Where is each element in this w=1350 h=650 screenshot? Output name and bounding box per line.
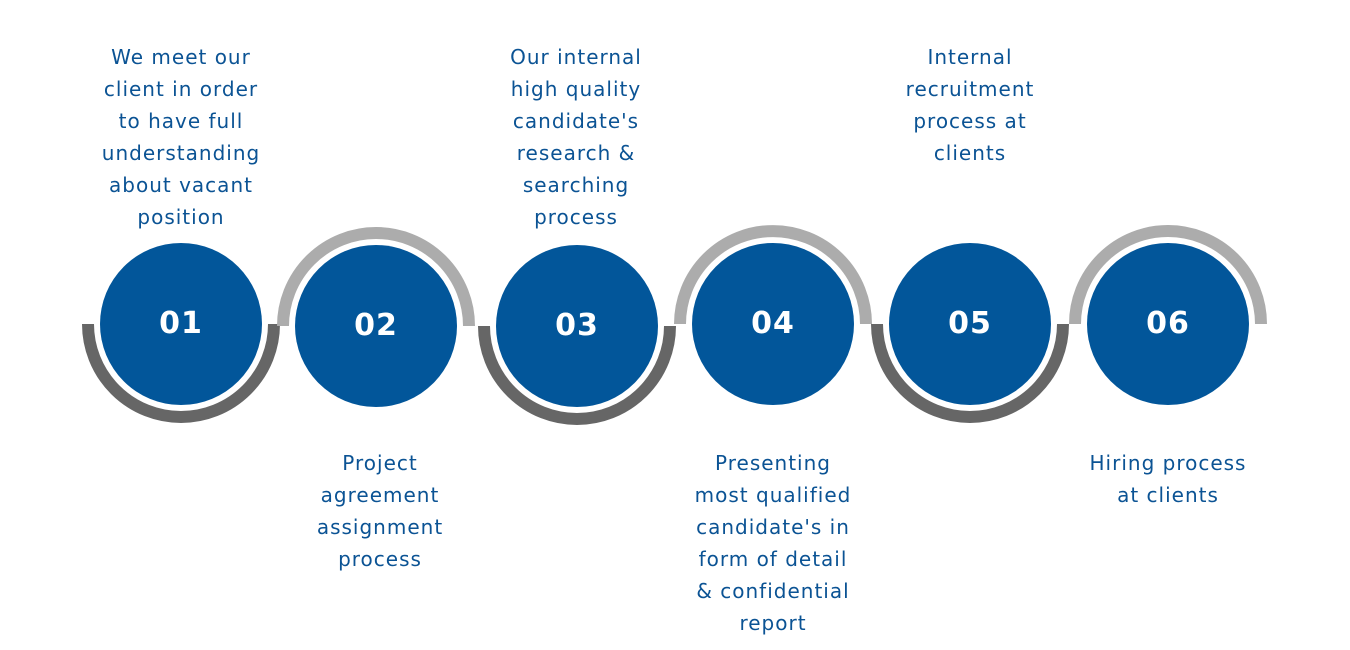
step-2-arc: [277, 227, 475, 327]
step-5-number: 05: [948, 306, 992, 341]
step-3-number: 03: [555, 308, 599, 343]
step-6-arc: [1069, 225, 1267, 325]
step-5-arc: [871, 323, 1069, 423]
step-2-circle: [295, 245, 457, 407]
step-1-text: We meet our client in order to have full…: [101, 45, 261, 229]
step-1-circle: [100, 243, 262, 405]
step-3-circle: [496, 245, 658, 407]
step-1-number: 01: [159, 306, 203, 341]
step-2-text: Project agreement assignment process: [316, 451, 444, 571]
step-6-circle: [1087, 243, 1249, 405]
step-5-circle: [889, 243, 1051, 405]
step-4-arc: [674, 225, 872, 325]
step-4-circle: [692, 243, 854, 405]
step-3-arc: [478, 325, 676, 425]
step-6-text: Hiring process at clients: [1089, 451, 1247, 507]
step-2-number: 02: [354, 308, 398, 343]
step-1-arc: [82, 323, 280, 423]
step-5-text: Internal recruitment process at clients: [905, 45, 1035, 165]
step-6-number: 06: [1146, 306, 1190, 341]
step-3-text: Our internal high quality candidate's re…: [510, 45, 642, 229]
step-4-text: Presenting most qualified candidate's in…: [694, 451, 852, 635]
step-4-number: 04: [751, 306, 795, 341]
